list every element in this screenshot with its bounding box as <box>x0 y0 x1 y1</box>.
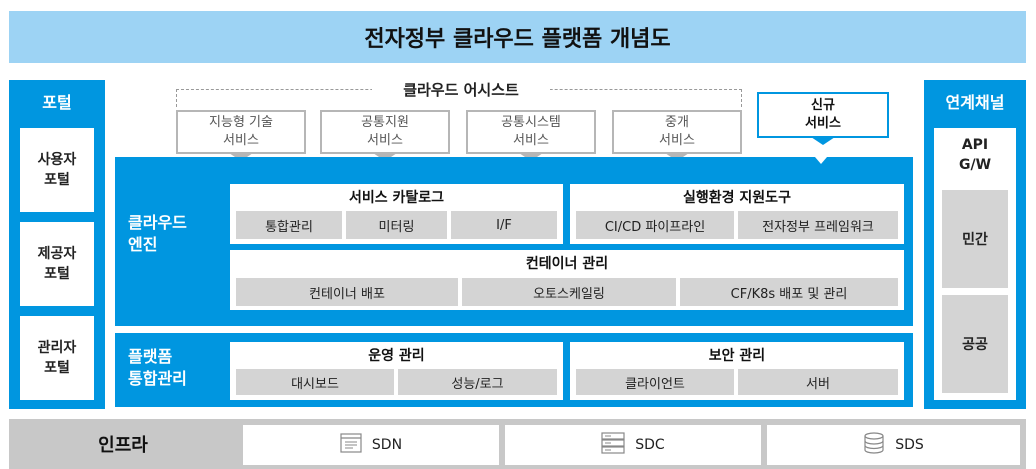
cloud-assist-label: 클라우드 어시스트 <box>372 78 550 100</box>
provider-portal-label: 제공자 포털 <box>37 246 77 282</box>
linkage-header: 연계채널 <box>945 93 1005 112</box>
metering-cell: 미터링 <box>346 211 447 239</box>
runtime-tools-title: 실행환경 지원도구 <box>683 190 791 206</box>
admin-portal-box: 관리자 포털 <box>20 316 94 400</box>
infra-sdn-label: SDN <box>371 437 403 453</box>
provider-portal-box: 제공자 포털 <box>20 222 94 306</box>
engine-down-arrow <box>815 157 827 164</box>
service-broker: 중개 서비스 <box>612 110 742 154</box>
user-portal-box: 사용자 포털 <box>20 128 94 212</box>
user-portal-label: 사용자 포털 <box>37 152 77 188</box>
portal-header: 포털 <box>42 93 72 112</box>
infra-label: 인프라 <box>98 435 148 456</box>
cicd-pipeline-cell: CI/CD 파이프라인 <box>576 211 734 239</box>
infra-sdc-box: SDC <box>505 425 761 465</box>
admin-portal-label: 관리자 포털 <box>37 340 77 376</box>
new-service-box: 신규 서비스 <box>757 92 889 138</box>
integrated-mgmt-cell: 통합관리 <box>236 211 342 239</box>
cf-k8s-deploy-cell: CF/K8s 배포 및 관리 <box>680 278 898 306</box>
autoscaling-cell: 오토스케일링 <box>462 278 676 306</box>
public-sector-box: 공공 <box>942 295 1008 393</box>
server-icon <box>601 432 625 458</box>
service-catalog-title: 서비스 카탈로그 <box>348 190 445 206</box>
infra-sdn-box: SDN <box>243 425 499 465</box>
performance-log-cell: 성능/로그 <box>398 369 557 395</box>
new-service-arrow-tip <box>811 137 835 145</box>
network-icon <box>340 433 362 457</box>
server-cell: 서버 <box>738 369 898 395</box>
infra-sds-box: SDS <box>767 425 1020 465</box>
cloud-engine-label: 클라우드 엔진 <box>128 213 187 254</box>
container-mgmt-title: 컨테이너 관리 <box>525 256 609 272</box>
page-title: 전자정부 클라우드 플랫폼 개념도 <box>9 11 1026 63</box>
private-sector-box: 민간 <box>942 190 1008 288</box>
egov-framework-cell: 전자정부 프레임워크 <box>738 211 898 239</box>
interface-cell: I/F <box>451 211 557 239</box>
dashboard-cell: 대시보드 <box>236 369 394 395</box>
service-intelligent-tech: 지능형 기술 서비스 <box>176 110 306 154</box>
operation-mgmt-title: 운영 관리 <box>368 348 425 364</box>
platform-mgmt-label: 플랫폼 통합관리 <box>128 347 187 388</box>
infra-sds-label: SDS <box>895 437 924 453</box>
security-mgmt-title: 보안 관리 <box>708 348 766 364</box>
service-common-system: 공통시스템 서비스 <box>466 110 596 154</box>
container-deploy-cell: 컨테이너 배포 <box>236 278 458 306</box>
storage-icon <box>863 432 885 458</box>
service-common-support: 공통지원 서비스 <box>320 110 450 154</box>
api-gateway-label: API G/W <box>958 137 992 173</box>
client-cell: 클라이언트 <box>576 369 734 395</box>
infra-sdc-label: SDC <box>635 437 665 453</box>
